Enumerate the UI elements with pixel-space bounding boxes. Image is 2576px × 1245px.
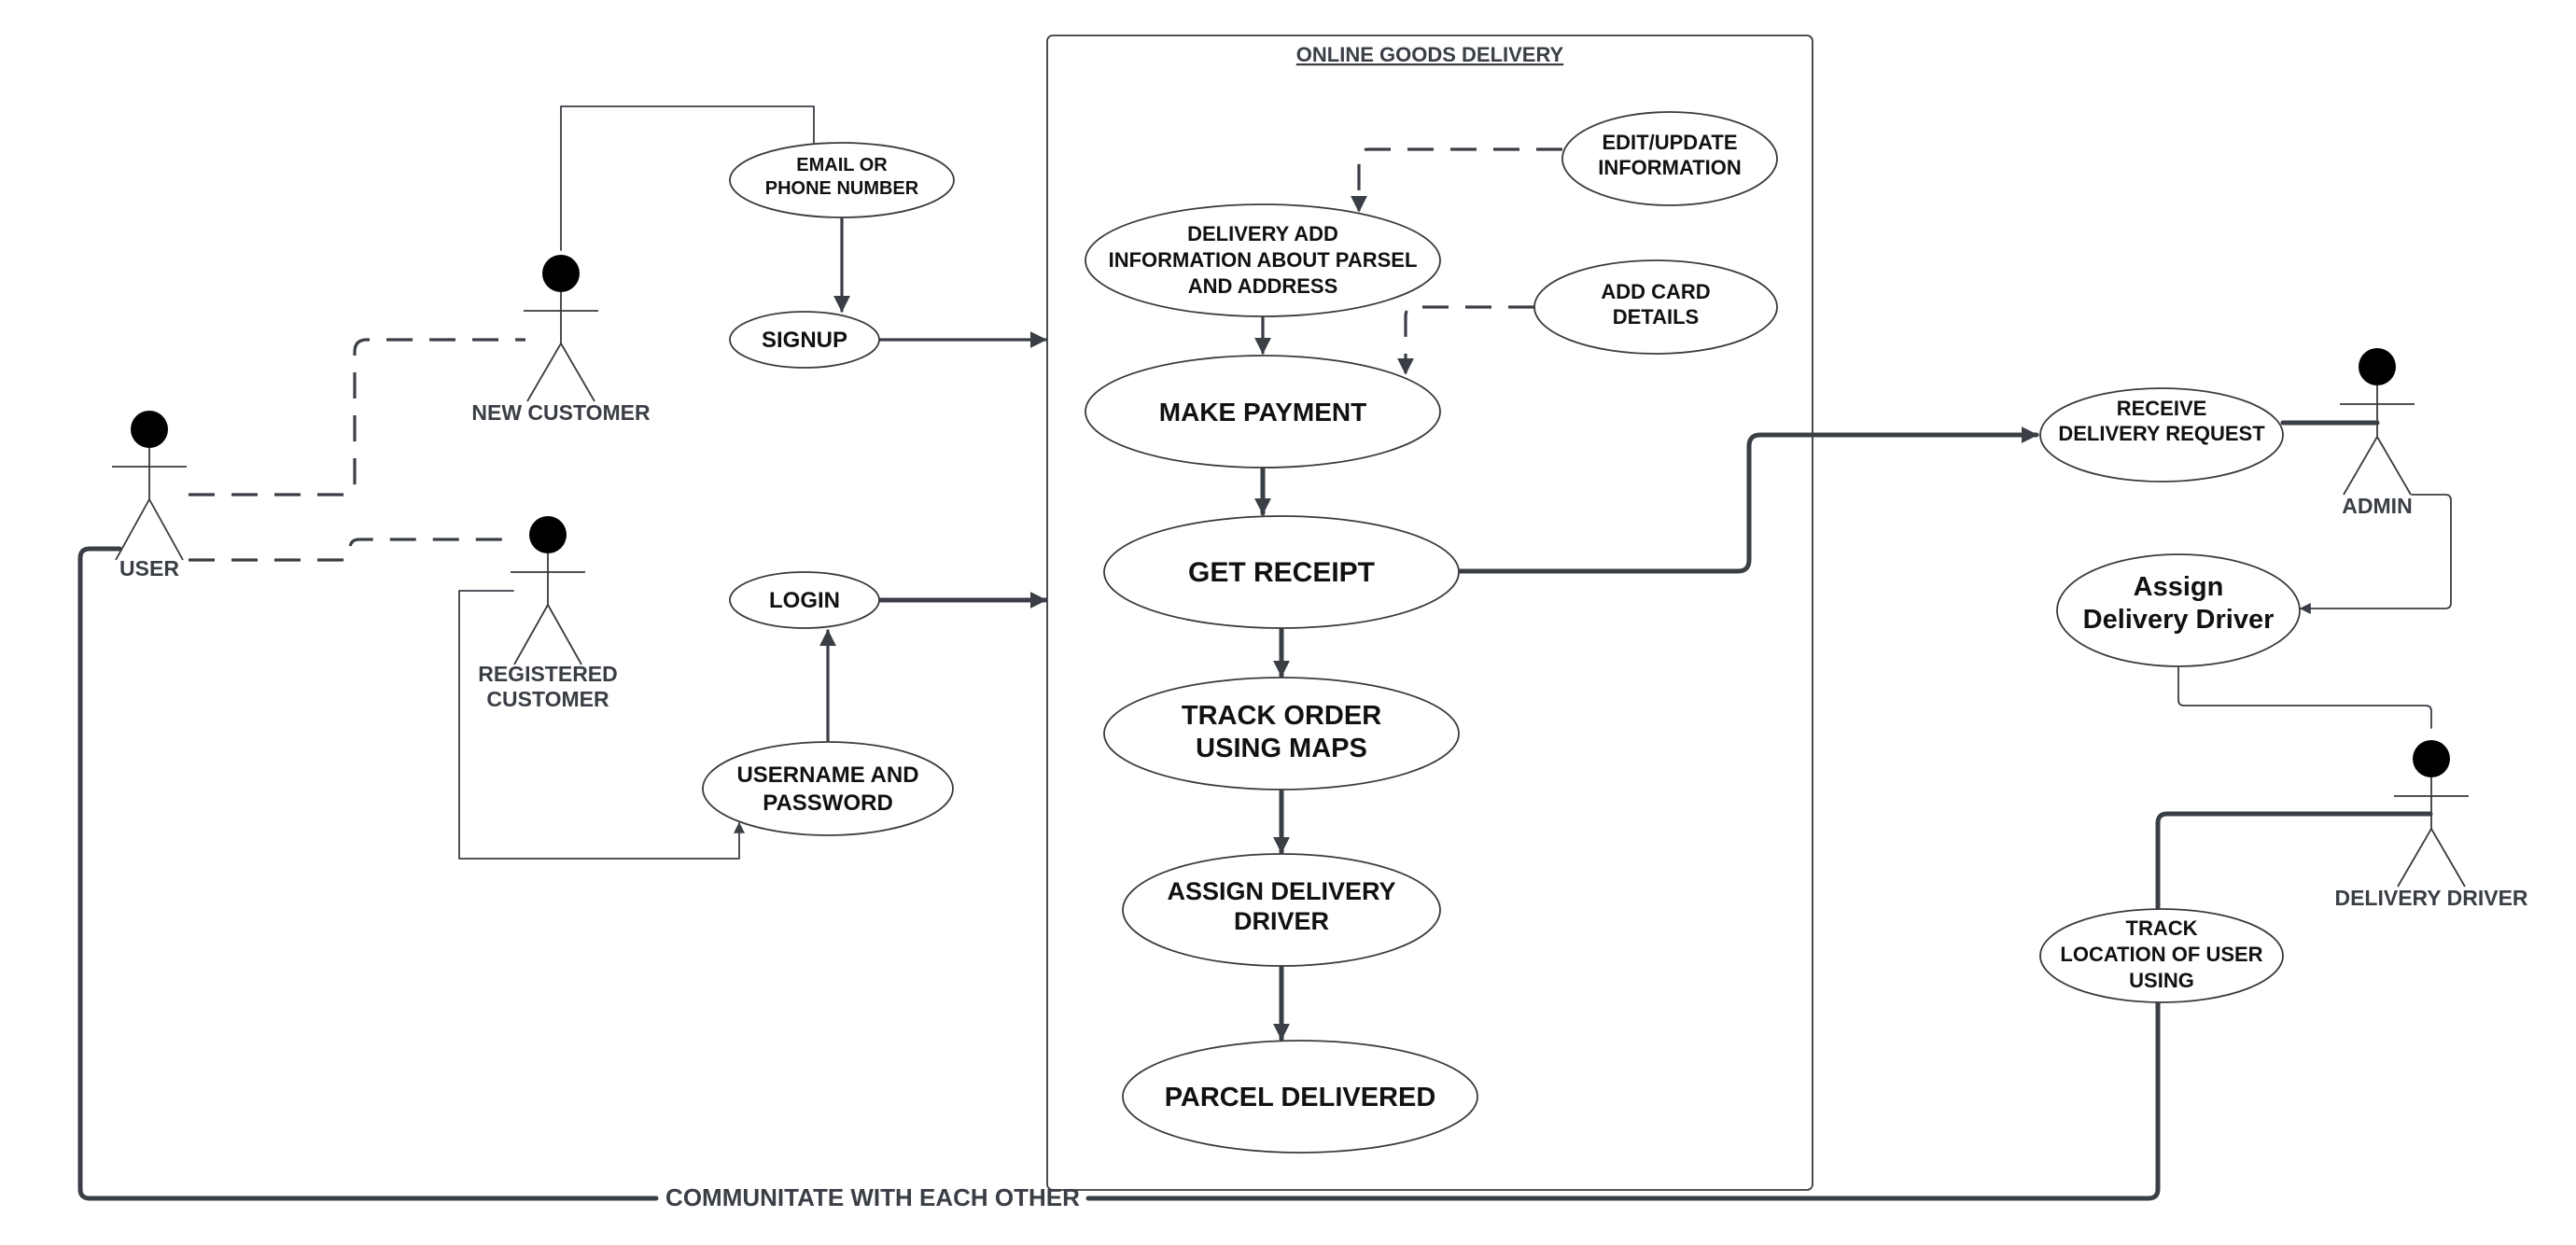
actor-admin [2340, 348, 2415, 496]
usecase-login-line-1: LOGIN [769, 588, 840, 613]
edge-new-customer-email [560, 105, 815, 251]
edge-card-payment [1397, 305, 1534, 375]
actor-registered-customer-head [529, 516, 567, 553]
usecase-track-location-line-1: TRACK [2126, 916, 2198, 940]
actor-user-label: USER [119, 556, 179, 581]
usecase-receive-delivery-request: RECEIVE DELIVERY REQUEST [2039, 387, 2284, 483]
usecase-make-payment-line-1: MAKE PAYMENT [1159, 398, 1366, 427]
usecase-edit-update: EDIT/UPDATE INFORMATION [1561, 111, 1778, 206]
usecase-delivery-add-info-line-3: AND ADDRESS [1188, 274, 1338, 298]
actor-admin-label: ADMIN [2342, 494, 2412, 518]
usecase-delivery-add-info: DELIVERY ADD INFORMATION ABOUT PARSEL AN… [1085, 203, 1441, 317]
system-title: ONLINE GOODS DELIVERY [1296, 43, 1564, 66]
usecase-assign-delivery-driver-line-2: DRIVER [1234, 907, 1329, 935]
actor-delivery-driver-label: DELIVERY DRIVER [2334, 886, 2527, 910]
usecase-track-location: TRACK LOCATION OF USER USING [2039, 908, 2284, 1003]
usecase-receive-delivery-request-line-2: DELIVERY REQUEST [2058, 422, 2265, 445]
usecase-track-order-line-1: TRACK ORDER [1182, 701, 1381, 731]
edge-driver-track-location [2155, 811, 2433, 910]
actor-user-head [131, 411, 168, 448]
usecase-email-or-phone: EMAIL OR PHONE NUMBER [729, 142, 955, 218]
actor-delivery-driver-head [2413, 740, 2450, 777]
usecase-get-receipt: GET RECEIPT [1103, 515, 1460, 629]
actor-registered-customer [511, 516, 585, 665]
usecase-signup-line-1: SIGNUP [762, 328, 847, 353]
edge-assign-driver [2177, 664, 2432, 729]
edge-user-new-customer [189, 338, 525, 497]
usecase-email-or-phone-line-1: EMAIL OR [796, 155, 888, 175]
actor-new-customer-label: NEW CUSTOMER [471, 400, 651, 425]
usecase-edit-update-line-2: INFORMATION [1598, 156, 1742, 179]
usecase-username-password-line-2: PASSWORD [763, 790, 893, 816]
usecase-login: LOGIN [729, 571, 880, 629]
usecase-get-receipt-line-1: GET RECEIPT [1188, 557, 1375, 588]
usecase-username-password: USERNAME AND PASSWORD [702, 741, 954, 836]
usecase-username-password-line-1: USERNAME AND [736, 762, 918, 788]
edge-label-communicate: COMMUNITATE WITH EACH OTHER [665, 1183, 1080, 1211]
usecase-track-order: TRACK ORDER USING MAPS [1103, 677, 1460, 790]
usecase-parcel-delivered: PARCEL DELIVERED [1122, 1040, 1478, 1154]
usecase-add-card-line-2: DETAILS [1613, 305, 1699, 329]
system-boundary [1046, 35, 1813, 1191]
usecase-add-card-line-1: ADD CARD [1601, 280, 1710, 303]
actor-registered-customer-label-1: REGISTERED [478, 662, 618, 686]
edge-admin-assign [2299, 494, 2452, 614]
usecase-make-payment: MAKE PAYMENT [1085, 355, 1441, 469]
usecase-receive-delivery-request-line-1: RECEIVE [2117, 397, 2207, 420]
usecase-assign-delivery-driver-line-1: ASSIGN DELIVERY [1167, 877, 1395, 905]
actor-user [112, 411, 187, 561]
usecase-add-card: ADD CARD DETAILS [1533, 259, 1778, 355]
actor-admin-head [2359, 348, 2396, 385]
actor-new-customer-head [542, 255, 580, 292]
usecase-edit-update-line-1: EDIT/UPDATE [1602, 131, 1737, 154]
actor-delivery-driver [2394, 740, 2469, 888]
edge-user-communicate [77, 546, 659, 1201]
edge-edit-delivery [1351, 147, 1562, 213]
usecase-track-order-line-2: USING MAPS [1196, 734, 1367, 763]
usecase-track-location-line-3: USING [2129, 969, 2194, 992]
actor-registered-customer-label-2: CUSTOMER [486, 687, 609, 711]
actor-new-customer [524, 255, 598, 402]
usecase-delivery-add-info-line-2: INFORMATION ABOUT PARSEL [1109, 248, 1418, 272]
usecase-assign-delivery-driver-admin-line-2: Delivery Driver [2083, 605, 2275, 635]
edge-communicate-track-location [1085, 998, 2161, 1201]
usecase-assign-delivery-driver-admin: Assign Delivery Driver [2056, 553, 2301, 667]
usecase-track-location-line-2: LOCATION OF USER [2060, 943, 2262, 966]
edge-user-registered [189, 538, 511, 562]
usecase-parcel-delivered-line-1: PARCEL DELIVERED [1165, 1083, 1436, 1112]
usecase-email-or-phone-line-2: PHONE NUMBER [765, 178, 919, 199]
edge-registered-username [458, 590, 745, 860]
usecase-delivery-add-info-line-1: DELIVERY ADD [1187, 222, 1338, 245]
usecase-assign-delivery-driver-admin-line-1: Assign [2134, 572, 2224, 602]
edge-receipt-request [1457, 427, 2039, 574]
usecase-assign-delivery-driver: ASSIGN DELIVERY DRIVER [1122, 853, 1441, 967]
usecase-signup: SIGNUP [729, 311, 880, 369]
